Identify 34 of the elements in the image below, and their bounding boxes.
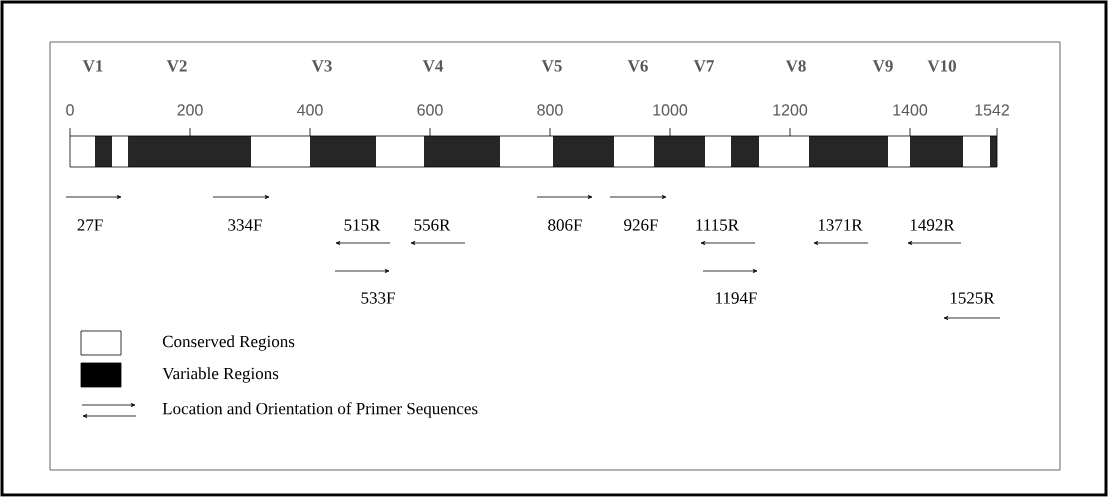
scale-number: 200 [177,104,203,116]
scale-number: 0 [66,104,74,116]
primer-label: 515R [344,219,381,231]
region-label: V4 [422,60,444,72]
legend-text: Variable Regions [162,367,279,383]
primer-label: 1194F [716,292,757,304]
primer-label: 1115R [696,219,739,231]
region-label: V2 [166,60,187,72]
primer-label: 1371R [818,219,863,231]
region-label: V8 [785,60,806,72]
region-label: V5 [541,60,562,72]
primer-label: 533F [361,292,395,304]
primer-label: 1492R [910,219,955,231]
scale-number: 1200 [773,104,808,116]
scale-number: 1400 [893,104,928,116]
scale-number: 400 [297,104,323,116]
legend-text: Conserved Regions [162,335,295,351]
region-label: V10 [927,60,956,72]
primer-label: 27F [77,219,103,231]
primer-label: 806F [548,219,582,231]
region-label: V6 [627,60,648,72]
scale-number: 1542 [975,104,1009,116]
legend-text: Location and Orientation of Primer Sequences [162,402,478,418]
scale-number: 1000 [653,104,688,116]
region-label: V9 [872,60,893,72]
region-label: V7 [693,60,714,72]
region-label: V1 [82,60,103,72]
primer-label: 926F [624,219,658,231]
region-label: V3 [311,60,332,72]
scale-number: 600 [417,104,443,116]
scale-number: 800 [537,104,563,116]
primer-label: 556R [414,219,451,231]
primer-label: 1525R [950,292,995,304]
primer-label: 334F [228,219,262,231]
